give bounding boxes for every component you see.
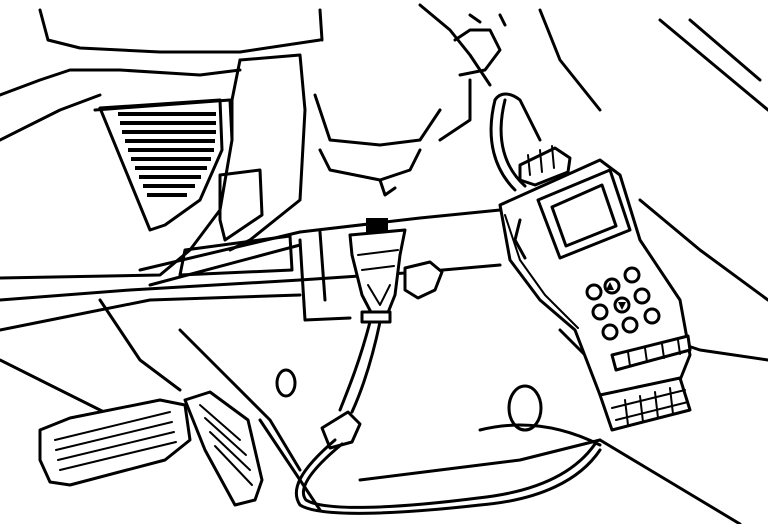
cable	[296, 94, 600, 513]
diagnostic-connector	[350, 218, 405, 322]
air-vent	[100, 100, 222, 230]
tester-keypad	[587, 268, 659, 339]
accelerator-pedal	[185, 392, 262, 505]
steering-column	[180, 15, 505, 320]
brake-pedal	[40, 400, 190, 485]
hand-held-tester	[500, 146, 690, 430]
